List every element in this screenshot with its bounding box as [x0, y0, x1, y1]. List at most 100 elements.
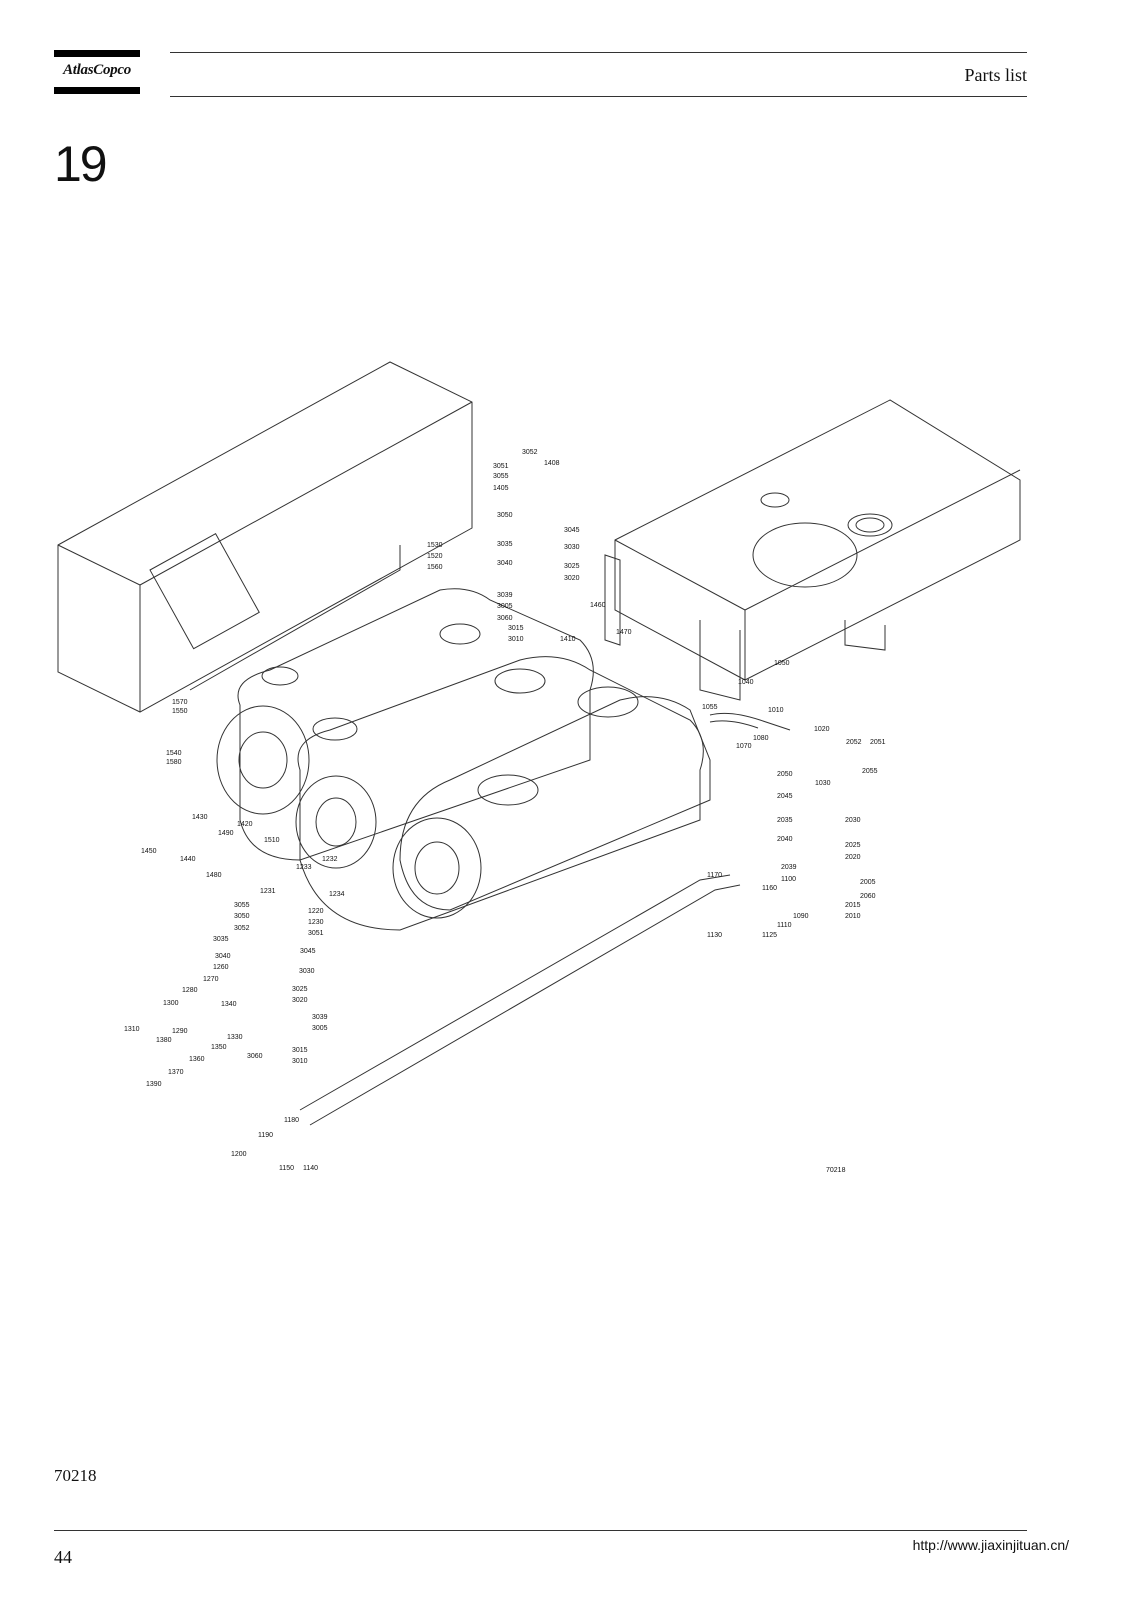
callout-label: 1090: [793, 913, 809, 920]
callout-label: 1200: [231, 1151, 247, 1158]
callout-label: 1160: [762, 885, 777, 892]
callout-label: 1408: [544, 460, 560, 467]
callout-label: 3020: [564, 575, 580, 582]
callout-label: 2040: [777, 836, 793, 843]
callout-label: 1190: [258, 1132, 273, 1139]
callout-label: 1470: [616, 629, 632, 636]
callout-label: 3039: [312, 1014, 328, 1021]
callout-label: 3039: [497, 592, 513, 599]
callout-label: 1055: [702, 704, 718, 711]
callout-label: 1070: [736, 743, 752, 750]
callout-label: 2055: [862, 768, 878, 775]
callout-label: 3025: [292, 986, 308, 993]
callout-label: 3051: [493, 463, 509, 470]
callout-label: 3055: [234, 902, 250, 909]
callout-label: 1300: [163, 1000, 179, 1007]
logo-top-bar: [54, 50, 140, 57]
callout-label: 1360: [189, 1056, 205, 1063]
callout-label: 2051: [870, 739, 886, 746]
part-callouts: 3052 3051 3055 1408 1405 3050 3045 3035 …: [124, 449, 886, 1174]
callout-label: 2020: [845, 854, 861, 861]
callout-label: 1340: [221, 1001, 237, 1008]
callout-label: 1260: [213, 964, 229, 971]
callout-label: 1420: [237, 821, 253, 828]
callout-label: 1440: [180, 856, 196, 863]
callout-label: 3060: [497, 615, 513, 622]
callout-label: 3005: [497, 603, 513, 610]
callout-label: 3010: [292, 1058, 308, 1065]
callout-label: 1010: [768, 707, 784, 714]
callout-label: 1080: [753, 735, 769, 742]
callout-label: 1580: [166, 759, 182, 766]
drawing-linework: [57, 361, 1021, 1126]
logo-bottom-bar: [54, 87, 140, 94]
callout-label: 1350: [211, 1044, 227, 1051]
callout-label: 3015: [292, 1047, 308, 1054]
callout-label: 1520: [427, 553, 443, 560]
callout-label: 1510: [264, 837, 280, 844]
callout-label: 1560: [427, 564, 443, 571]
callout-label: 3005: [312, 1025, 328, 1032]
callout-label: 1290: [172, 1028, 188, 1035]
callout-label: 3052: [522, 449, 538, 456]
callout-label: 1480: [206, 872, 222, 879]
header-bottom-rule: [170, 96, 1027, 97]
callout-label: 1270: [203, 976, 219, 983]
callout-label: 1430: [192, 814, 208, 821]
callout-label: 1230: [308, 919, 324, 926]
callout-label: 3010: [508, 636, 524, 643]
callout-label: 1530: [427, 542, 443, 549]
callout-label: 1125: [762, 932, 777, 939]
logo-wordmark: AtlasCopco: [63, 62, 131, 78]
callout-label: 1100: [781, 876, 796, 883]
callout-label: 2005: [860, 879, 876, 886]
callout-label: 1460: [590, 602, 606, 609]
callout-label: 1180: [284, 1117, 299, 1124]
callout-label: 1231: [260, 888, 276, 895]
callout-label: 3025: [564, 563, 580, 570]
callout-label: 1150: [279, 1165, 294, 1172]
callout-label: 1130: [707, 932, 722, 939]
callout-label: 3050: [234, 913, 250, 920]
callout-label: 1410: [560, 636, 576, 643]
callout-label: 1050: [774, 660, 790, 667]
callout-label: 1140: [303, 1165, 318, 1172]
callout-label: 1405: [493, 485, 509, 492]
callout-label: 2030: [845, 817, 861, 824]
callout-label: 1233: [296, 864, 312, 871]
callout-label: 3030: [299, 968, 315, 975]
figure-reference: 70218: [54, 1466, 97, 1485]
callout-label: 1030: [815, 780, 831, 787]
callout-label: 3051: [308, 930, 324, 937]
callout-label: 3035: [213, 936, 229, 943]
callout-label: 1490: [218, 830, 234, 837]
header-top-rule: [170, 52, 1027, 53]
callout-label: 1234: [329, 891, 345, 898]
callout-label: 1570: [172, 699, 188, 706]
callout-label: 3040: [497, 560, 513, 567]
callout-label: 1550: [172, 708, 188, 715]
header-title: Parts list: [964, 65, 1027, 85]
callout-label: 3060: [247, 1053, 263, 1060]
callout-label: 2045: [777, 793, 793, 800]
callout-label: 2050: [777, 771, 793, 778]
callout-label: 2039: [781, 864, 797, 871]
callout-label: 3040: [215, 953, 231, 960]
callout-label: 3055: [493, 473, 509, 480]
callout-label: 3030: [564, 544, 580, 551]
callout-label: 1110: [777, 922, 792, 929]
callout-label: 3045: [564, 527, 580, 534]
footer-url: http://www.jiaxinjituan.cn/: [912, 1537, 1069, 1553]
callout-label: 1450: [141, 848, 157, 855]
callout-label: 3052: [234, 925, 250, 932]
callout-label: 2060: [860, 893, 876, 900]
callout-label: 1370: [168, 1069, 184, 1076]
callout-label: 2015: [845, 902, 861, 909]
callout-label: 1540: [166, 750, 182, 757]
callout-label: 1220: [308, 908, 324, 915]
callout-label: 1232: [322, 856, 338, 863]
drawing-number: 70218: [826, 1167, 846, 1174]
callout-label: 2025: [845, 842, 861, 849]
callout-label: 1310: [124, 1026, 140, 1033]
callout-label: 2035: [777, 817, 793, 824]
